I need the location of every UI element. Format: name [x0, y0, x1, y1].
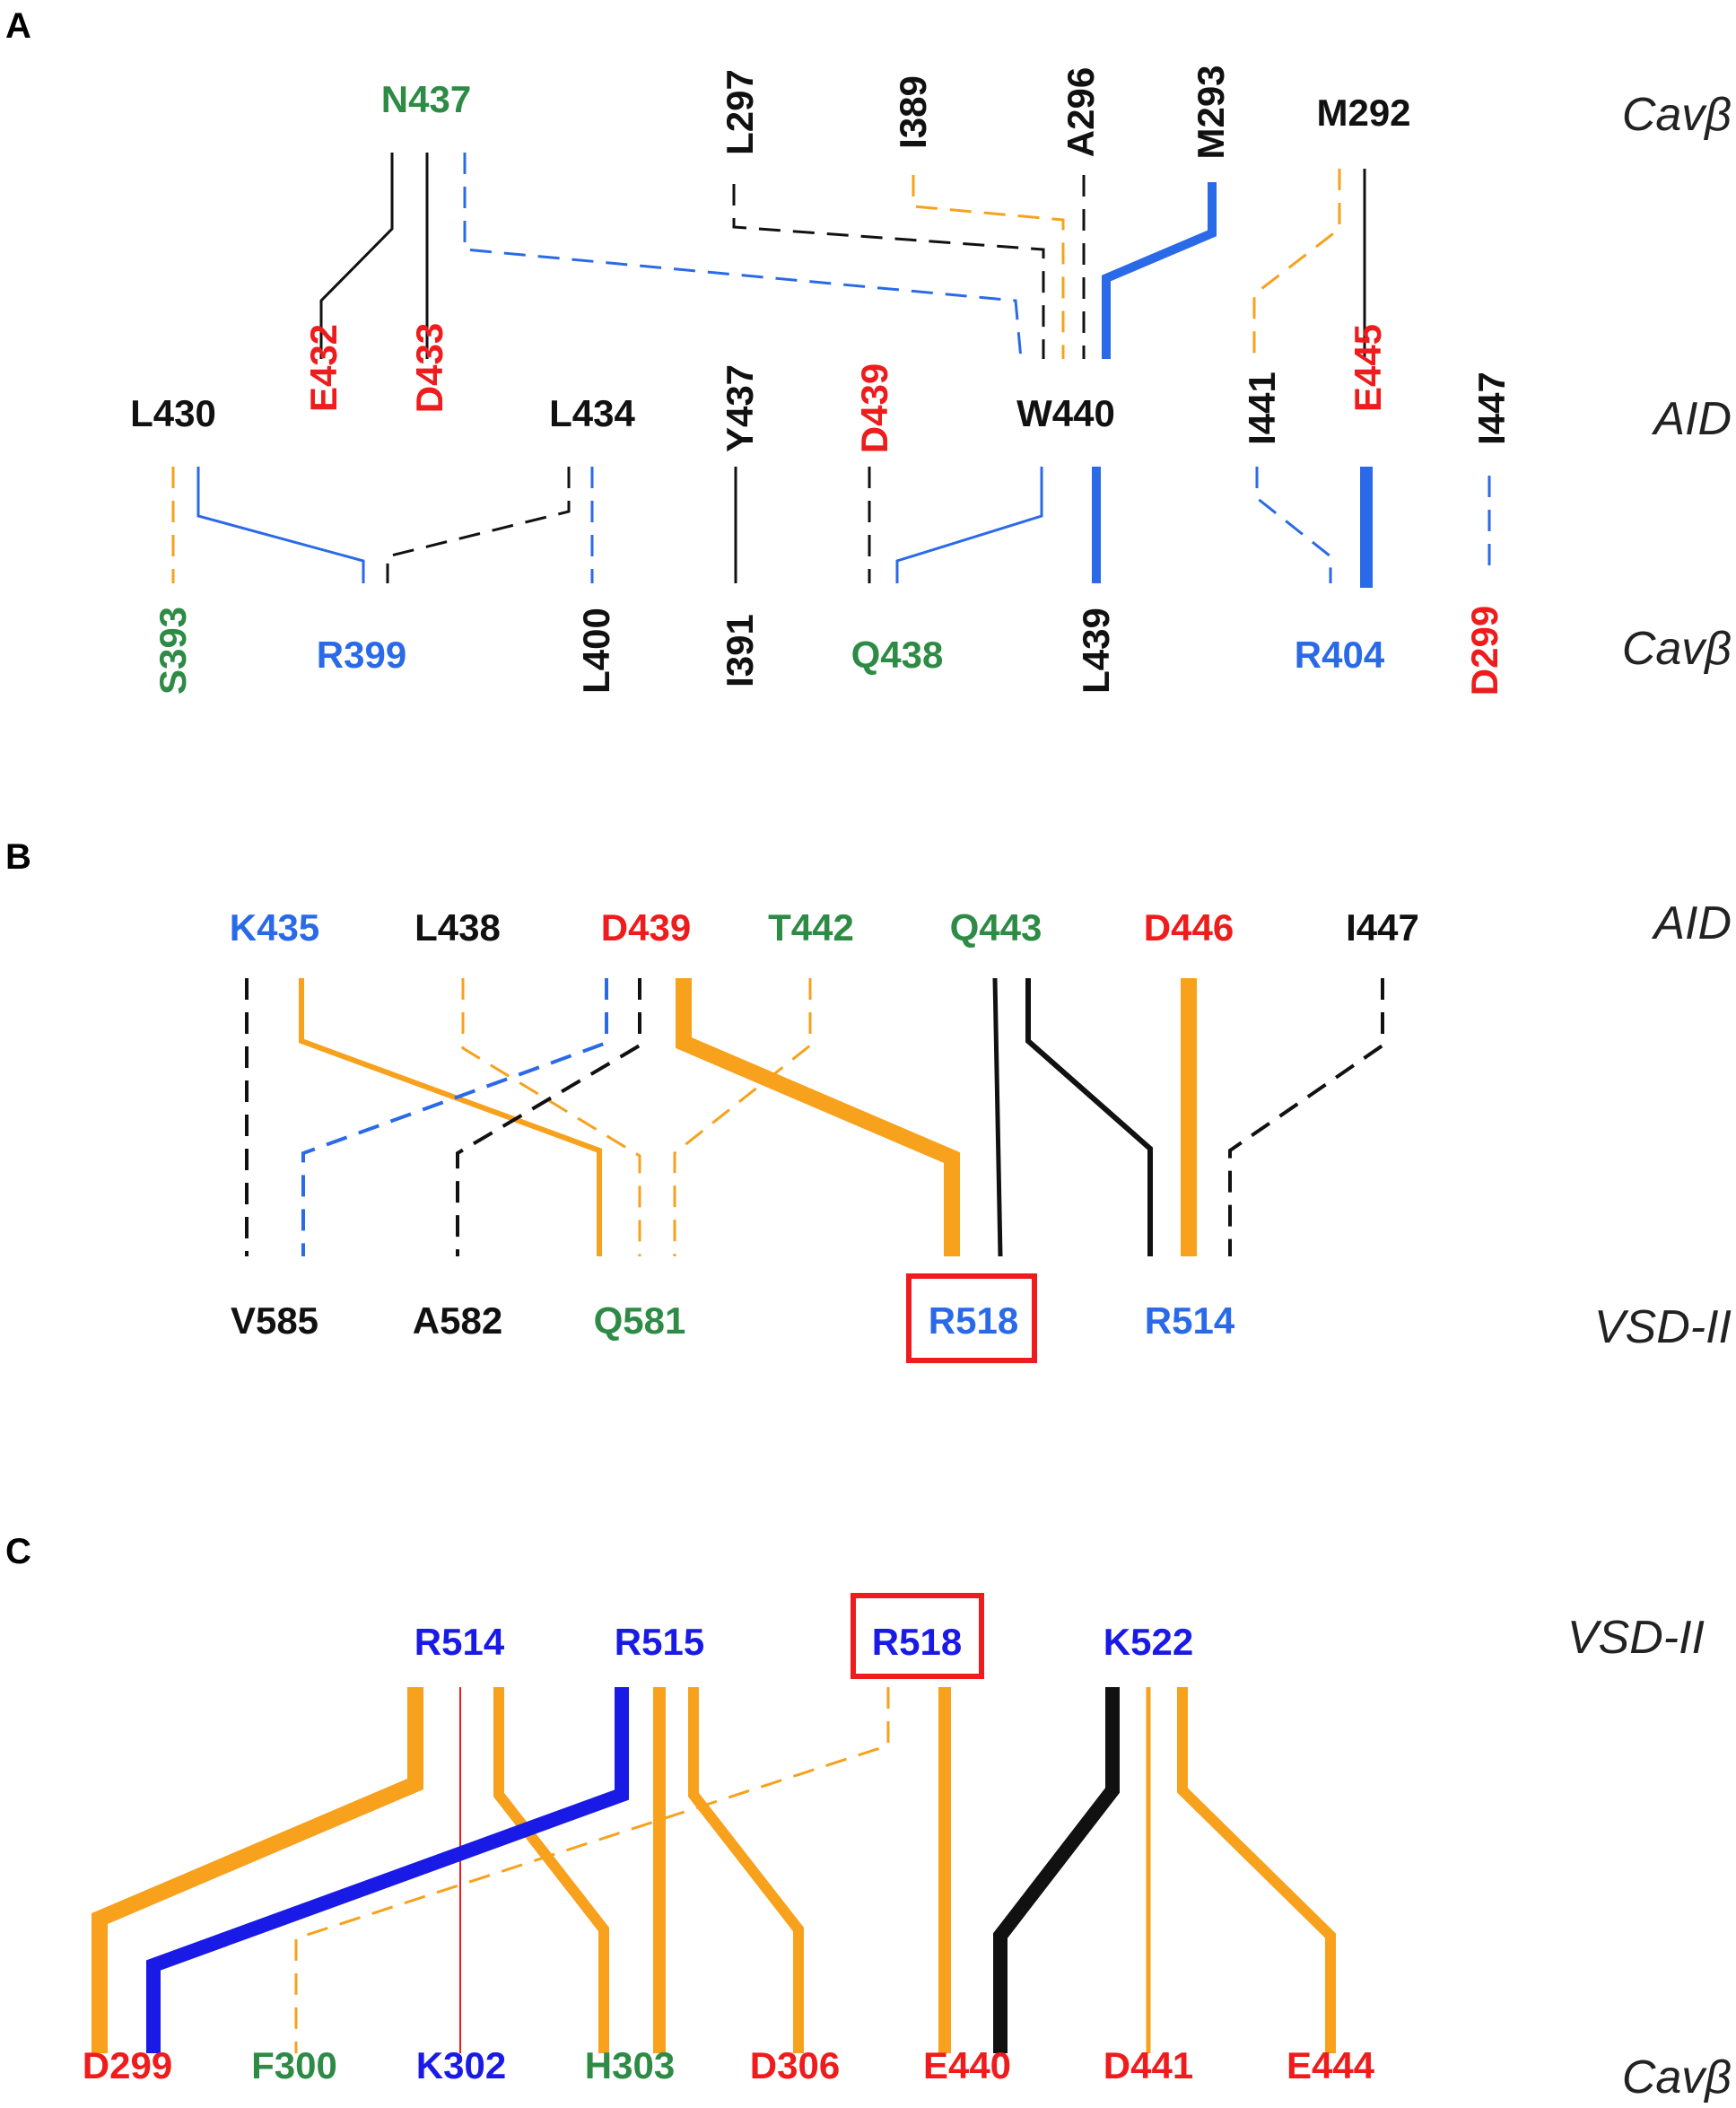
residue-c-h303: H303: [585, 2044, 675, 2086]
interaction-b-q443-r514: [1025, 978, 1153, 1256]
residue-a-s393: S393: [152, 607, 194, 695]
residue-a-i391: I391: [719, 614, 761, 687]
residue-a-q438: Q438: [851, 634, 944, 676]
interaction-b-d439-a582: [456, 978, 641, 1256]
residue-a-d439: D439: [853, 363, 895, 453]
residue-c-e440: E440: [923, 2044, 1011, 2086]
row-label-b-bottom: VSD-II: [1594, 1301, 1732, 1353]
residue-c-d441: D441: [1104, 2044, 1193, 2086]
residue-a-l434: L434: [549, 392, 635, 434]
residue-a-n437: N437: [381, 78, 471, 120]
residue-a-i447: I447: [1470, 372, 1513, 445]
interaction-a-m293-w440: [1102, 182, 1217, 359]
residue-a-a296: A296: [1060, 67, 1102, 157]
residue-a-r399: R399: [317, 634, 406, 676]
residue-a-y437: Y437: [719, 364, 761, 452]
residue-a-l400: L400: [575, 608, 617, 694]
residue-c-k302: K302: [416, 2044, 506, 2086]
residue-c-f300: F300: [251, 2044, 337, 2086]
residue-a-e432: E432: [302, 324, 345, 412]
interaction-b-q443-r518: [992, 977, 1003, 1257]
residue-b-d446: D446: [1144, 906, 1234, 949]
residue-b-q443: Q443: [950, 906, 1042, 949]
residue-a-r404: R404: [1295, 634, 1385, 676]
row-label-c-top: VSD-II: [1567, 1612, 1705, 1664]
residue-c-r518: R518: [872, 1621, 962, 1663]
interaction-a-n437-w440: [463, 153, 1023, 360]
interaction-a-w440-q438: [895, 467, 1043, 583]
interaction-lines: [92, 153, 1491, 2053]
highlight-box-b-r518: [906, 1273, 1037, 1363]
interaction-a-m292-i441: [1252, 169, 1341, 359]
highlight-boxes: [851, 1273, 1037, 1679]
residue-a-d433: D433: [408, 323, 450, 413]
interaction-c-r515-d306: [688, 1687, 804, 2053]
residue-a-w440: W440: [1016, 392, 1115, 434]
interaction-a-n437-e432: [319, 153, 394, 359]
residue-a-i389: I389: [892, 75, 934, 149]
residue-b-r514: R514: [1145, 1299, 1235, 1342]
residue-c-k522: K522: [1104, 1621, 1193, 1663]
interaction-c-k522-e440: [993, 1687, 1120, 2053]
residue-c-r515: R515: [615, 1621, 704, 1663]
residue-c-d306: D306: [750, 2044, 840, 2086]
residue-b-r518: R518: [929, 1299, 1018, 1342]
interaction-b-d439-v585: [301, 978, 608, 1256]
residue-a-d299: D299: [1463, 606, 1505, 695]
interaction-a-i389-w440: [912, 175, 1065, 359]
residue-b-t442: T442: [768, 906, 854, 949]
row-label-a-bottom: Cavβ: [1622, 623, 1732, 675]
residue-a-i441: I441: [1241, 372, 1283, 445]
interaction-c-r514-h303: [493, 1687, 609, 2053]
residue-a-m293: M293: [1190, 65, 1232, 159]
residue-b-a582: A582: [413, 1299, 502, 1342]
residue-b-k435: K435: [230, 906, 319, 949]
residue-a-e445: E445: [1347, 324, 1389, 412]
interaction-a-l430-r399: [196, 467, 365, 583]
residue-b-q581: Q581: [594, 1299, 686, 1342]
row-label-c-bottom: Cavβ: [1622, 2051, 1732, 2104]
residue-b-v585: V585: [231, 1299, 318, 1342]
panel-label-b: B: [5, 837, 31, 877]
row-label-a-middle: AID: [1651, 393, 1732, 445]
interaction-c-k522-e444: [1177, 1687, 1336, 2053]
interaction-b-d439-r518: [676, 978, 960, 1256]
interaction-a-l434-r399: [386, 467, 571, 583]
residue-b-i447: I447: [1346, 906, 1419, 949]
highlight-box-c-r518: [851, 1593, 984, 1679]
residue-c-d299: D299: [83, 2044, 172, 2086]
residue-b-d439: D439: [601, 906, 691, 949]
residue-a-l439: L439: [1075, 608, 1117, 694]
residue-b-l438: L438: [414, 906, 501, 949]
interaction-b-t442-q581: [673, 978, 812, 1256]
interaction-b-i447-r514: [1228, 978, 1384, 1256]
residue-c-e444: E444: [1287, 2044, 1375, 2086]
row-label-b-top: AID: [1651, 897, 1732, 949]
interaction-a-i441-r404: [1255, 467, 1332, 583]
panel-label-c: C: [5, 1532, 31, 1571]
interaction-a-l297-w440: [732, 184, 1045, 359]
interaction-c-r514-d299: [92, 1687, 423, 2053]
residue-a-l430: L430: [130, 392, 216, 434]
interaction-b-l438-q581: [461, 978, 641, 1256]
interaction-b-k435-q581: [299, 978, 602, 1256]
residue-c-r514: R514: [414, 1621, 505, 1663]
residue-a-l297: L297: [719, 69, 761, 155]
row-label-a-top: Cavβ: [1622, 89, 1732, 141]
interaction-c-r515-d299: [146, 1687, 629, 2053]
panel-label-a: A: [5, 6, 31, 46]
residue-a-m292: M292: [1316, 92, 1410, 134]
